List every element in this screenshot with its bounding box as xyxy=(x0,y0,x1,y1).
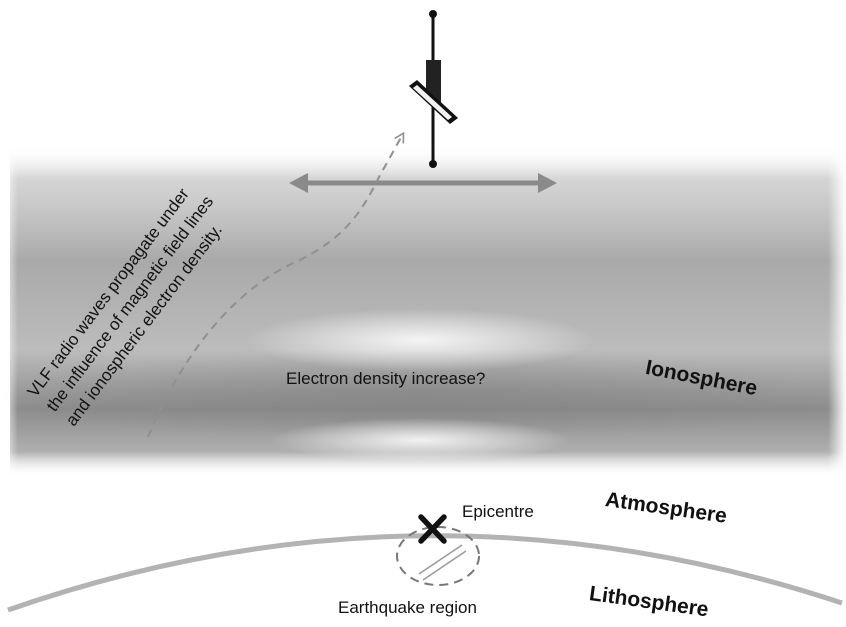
horizontal-double-arrow xyxy=(289,173,557,193)
x-mark-icon xyxy=(418,514,447,544)
electron-density-bright-zone-lower xyxy=(270,418,570,462)
satellite-icon xyxy=(409,10,458,168)
ionosphere-fade-right xyxy=(828,140,846,480)
electron-density-bright-zone xyxy=(245,308,595,372)
electron-density-label: Electron density increase? xyxy=(286,369,486,388)
ionosphere-fade-left xyxy=(0,140,18,480)
earthquake-region-label: Earthquake region xyxy=(338,598,477,617)
ionosphere-dark-zone xyxy=(0,350,846,440)
epicentre-label: Epicentre xyxy=(462,502,534,521)
